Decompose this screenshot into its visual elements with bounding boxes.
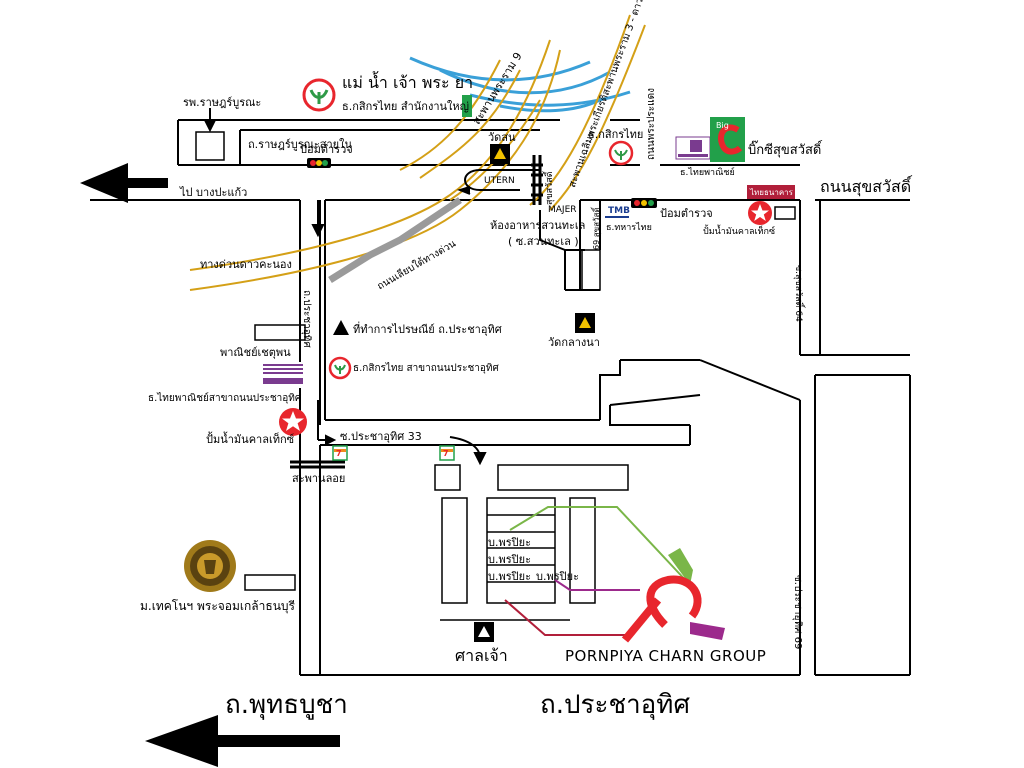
- floating-bridge: [290, 460, 345, 469]
- kasikorn-bank-icon: [302, 78, 336, 112]
- pracha-u-thit-vertical-label: ถ.ประชาอุทิศ: [301, 290, 312, 348]
- roads: [90, 119, 911, 676]
- tower-icon: [462, 95, 472, 117]
- chetuphon-label: พาณิชย์เชตุพน: [220, 346, 291, 359]
- post-office-label: ที่ทำการไปรษณีย์ ถ.ประชาอุทิศ: [353, 323, 502, 336]
- direction-arrows: [203, 108, 487, 466]
- kbank-hq-label-1: แม่ น้ำ เจ้า พระ ยา: [342, 73, 474, 92]
- kbank-hq-label-2: ธ.กสิกรไทย สำนักงานใหญ่: [342, 100, 470, 113]
- police-box-label-1: ป้อมตำรวจ: [300, 143, 353, 156]
- floating-bridge-label: สะพานลอย: [292, 472, 346, 485]
- flyover: [531, 155, 543, 205]
- service-road: [328, 197, 462, 283]
- pornpiya-label-3: บ.พรปิยะ: [488, 570, 531, 583]
- thai-bank-banner: [747, 185, 795, 199]
- pracha-u-thit-bottom-label: ถ.ประชาอุทิศ: [540, 690, 690, 720]
- phuttha-bucha-label: ถ.พุทธบูชา: [225, 690, 348, 720]
- traffic-light-icon: [631, 198, 657, 208]
- soi-64-label: ซ.สุขสวัสดิ์ 64: [793, 265, 803, 322]
- hospital-label: รพ.ราษฎร์บูรณะ: [183, 96, 262, 109]
- caltex-pump-left-label: ปั้มน้ำมันคาลเท็กซ์: [206, 433, 295, 446]
- seven-eleven-icon: [332, 445, 348, 461]
- to-bang-pakaeo-label: ไป บางปะแก้ว: [180, 186, 248, 199]
- thai-bank-banner-text: ไทยธนาคาร: [750, 188, 793, 197]
- tmb-logo-text: TMB: [608, 206, 630, 216]
- caltex-star-icon: [748, 201, 772, 225]
- bigc-logo-icon: [710, 117, 745, 162]
- kasikorn-bank-icon: [608, 140, 634, 166]
- seven-eleven-text: 7: [336, 449, 342, 458]
- wat-klang-na-label: วัดกลางนา: [548, 336, 600, 349]
- pornpiya-label-4: บ.พรปิยะ: [536, 570, 579, 583]
- river: [409, 56, 631, 113]
- wat-son-label: วัดสน: [488, 131, 516, 144]
- temple-marker-icon: [474, 622, 494, 642]
- university-seal-icon: [184, 540, 236, 592]
- scb-logo-icon: [263, 362, 303, 388]
- university-label: ม.เทคโนฯ พระจอมเกล้าธนบุรี: [140, 599, 295, 613]
- company-label: PORNPIYA CHARN GROUP: [565, 647, 767, 665]
- uturn-arrow: [456, 169, 540, 195]
- scb-pracha-label: ธ.ไทยพาณิชย์สาขาถนนประชาอุทิศ: [148, 393, 302, 404]
- traffic-light-icon: [307, 158, 331, 168]
- bigc-logo-text: Big: [716, 121, 729, 130]
- uturn-label: UTERN: [484, 176, 515, 186]
- soi-69-label: 69 สุขสวัสดิ์: [592, 207, 601, 250]
- kasikorn-bank-icon: [328, 356, 352, 380]
- post-office-marker-icon: [333, 320, 349, 335]
- tmb-label: ธ.ทหารไทย: [606, 223, 652, 233]
- phra-pradaeng-label: ถนนพระประแดง: [646, 88, 657, 160]
- bigc-label: บิ๊กซีสุขสวัสดิ์: [748, 143, 822, 158]
- soi-69-right-label: ซ.ประชาอุทิศ 69: [792, 575, 803, 650]
- arrow-left-icon: [145, 715, 340, 767]
- shrine-label: ศาลเจ้า: [455, 646, 508, 665]
- seven-eleven-text: 7: [443, 449, 449, 458]
- police-box-label-2: ป้อมตำรวจ: [660, 207, 713, 220]
- temple-marker-icon: [490, 144, 510, 164]
- kbank-pracha-label: ธ.กสิกรไทย สาขาถนนประชาอุทิศ: [353, 363, 499, 374]
- caltex-star-icon: [279, 408, 307, 436]
- rat-burana-inner-label: ถ.ราษฎร์บูรณะสายใน: [248, 138, 353, 151]
- buildings: [195, 131, 796, 621]
- suk-sawat-road-label: ถนนสุขสวัสดิ์: [820, 177, 912, 196]
- scb-logo-icon: [675, 136, 711, 160]
- seven-eleven-icon: [439, 445, 455, 461]
- soi-33-label: ซ.ประชาอุทิศ 33: [340, 430, 422, 443]
- kbank-small-label: ธ.กสิกรไทย: [588, 128, 644, 141]
- restaurant-label-1: ห้องอาหารสวนทะเล: [490, 219, 586, 232]
- restaurant-label-2: ( ซ.สวนทะเล ): [508, 235, 579, 248]
- pornpiya-logo-icon: [504, 506, 725, 643]
- arrow-left-icon: [80, 163, 168, 203]
- scb-label: ธ.ไทยพาณิชย์: [680, 168, 735, 178]
- tmb-logo-icon: [604, 204, 630, 219]
- pornpiya-label-1: บ.พรปิยะ: [488, 536, 531, 549]
- suk-sawat-short-label: สุขสวัสดิ์: [545, 171, 555, 205]
- temple-marker-icon: [575, 313, 595, 333]
- major-label: MAJER: [548, 205, 577, 215]
- pornpiya-label-2: บ.พรปิยะ: [488, 553, 531, 566]
- expressway-label: ทางด่วนดาวคะนอง: [200, 258, 292, 271]
- caltex-pump-right-label: ปั้มน้ำมันคาลเท็กซ์: [703, 227, 776, 237]
